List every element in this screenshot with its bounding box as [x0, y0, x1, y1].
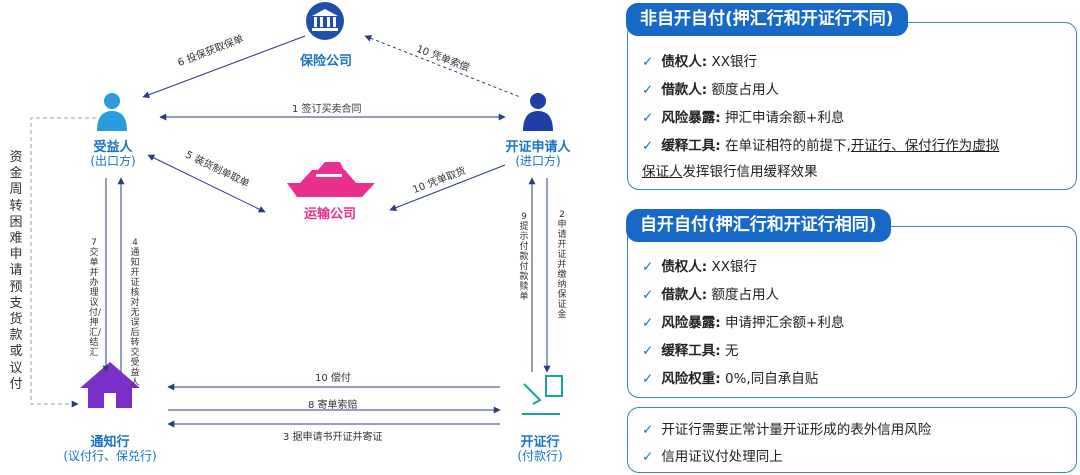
shipping-company-label: 运输公司	[303, 207, 356, 222]
check-icon: ✓	[642, 138, 654, 154]
edge-label-2: 2申请开证并缴纳保证金	[557, 210, 567, 320]
applicant-sub-label: (进口方)	[515, 154, 561, 168]
side-note-vertical: 资金周转困难申请预支货款或议付	[9, 150, 23, 392]
bank-building-icon	[306, 2, 344, 40]
panel-notes: ✓开证行需要正常计量开证形成的表外信用风险 ✓信用证议付处理同上	[627, 407, 1077, 473]
panel-non-self-row-mitigation-cont: 保证人发挥银行信用缓释效果	[642, 164, 818, 180]
check-icon: ✓	[642, 422, 654, 438]
issuing-bank-sub-label: (付款行)	[517, 449, 563, 463]
panel-non-self-row-mitigation: ✓缓释工具: 在单证相符的前提下,开证行、保付行作为虚拟	[642, 138, 1000, 154]
panel-non-self-row-borrower: ✓借款人: 额度占用人	[642, 82, 780, 98]
check-icon: ✓	[642, 449, 654, 465]
insurance-company-label: 保险公司	[299, 54, 352, 69]
edge-label-9: 9提示付款付款赎单	[519, 212, 529, 302]
check-icon: ✓	[642, 371, 654, 387]
ship-icon	[287, 162, 375, 197]
edge-label-3: 3 据申请书开证并寄证	[283, 432, 383, 443]
check-icon: ✓	[642, 82, 654, 98]
issuing-bank-label: 开证行	[520, 435, 560, 450]
edge-label-4: 4通知开证核对无误后转交受益人	[130, 238, 140, 388]
lc-flow-diagram: 保险公司 受益人 (出口方) 开证申请人 (进口方) 运输公司 通知行 (议付行…	[9, 2, 571, 463]
diagram-lines	[30, 2, 563, 428]
panel-self-row-creditor: ✓债权人: XX银行	[642, 259, 758, 275]
house-icon	[80, 362, 140, 408]
edge-label-7: 7交单并办理议付/押汇/结汇	[89, 238, 102, 358]
edge-label-8: 8 寄单索赔	[308, 400, 358, 411]
beneficiary-sub-label: (出口方)	[90, 154, 136, 168]
edge-label-10-reimburse: 10 偿付	[315, 373, 351, 384]
panel-self-row-mitigation: ✓缓释工具: 无	[642, 343, 739, 359]
check-icon: ✓	[642, 110, 654, 126]
beneficiary-person-icon	[97, 93, 127, 131]
edge-label-1: 1 签订买卖合同	[292, 104, 362, 115]
panel-notes-row-2: ✓信用证议付处理同上	[642, 449, 783, 465]
panel-non-self-title: 非自开自付(押汇行和开证行不同)	[626, 3, 908, 36]
applicant-person-icon	[523, 93, 553, 131]
check-icon: ✓	[642, 343, 654, 359]
beneficiary-label: 受益人	[93, 140, 133, 155]
panel-self-row-borrower: ✓借款人: 额度占用人	[642, 287, 780, 303]
check-icon: ✓	[642, 54, 654, 70]
panel-self-row-exposure: ✓风险暴露: 申请押汇余额+利息	[642, 315, 845, 331]
advising-bank-sub-label: (议付行、保兑行)	[63, 449, 157, 463]
panel-self: 自开自付(押汇行和开证行相同) ✓债权人: XX银行 ✓借款人: 额度占用人 ✓…	[626, 209, 1077, 398]
panel-non-self-row-exposure: ✓风险暴露: 押汇申请余额+利息	[642, 110, 845, 126]
panel-non-self-row-creditor: ✓债权人: XX银行	[642, 54, 758, 70]
panel-self-title: 自开自付(押汇行和开证行相同)	[626, 209, 891, 242]
panel-self-row-risk-weight: ✓风险权重: 0%,同自承自贴	[642, 371, 819, 387]
check-icon: ✓	[642, 315, 654, 331]
document-hand-icon	[522, 375, 563, 415]
panel-non-self: 非自开自付(押汇行和开证行不同) ✓债权人: XX银行 ✓借款人: 额度占用人 …	[626, 3, 1077, 190]
panel-notes-row-1: ✓开证行需要正常计量开证形成的表外信用风险	[642, 422, 932, 438]
advising-bank-label: 通知行	[90, 435, 130, 450]
applicant-label: 开证申请人	[505, 140, 571, 155]
check-icon: ✓	[642, 287, 654, 303]
check-icon: ✓	[642, 259, 654, 275]
